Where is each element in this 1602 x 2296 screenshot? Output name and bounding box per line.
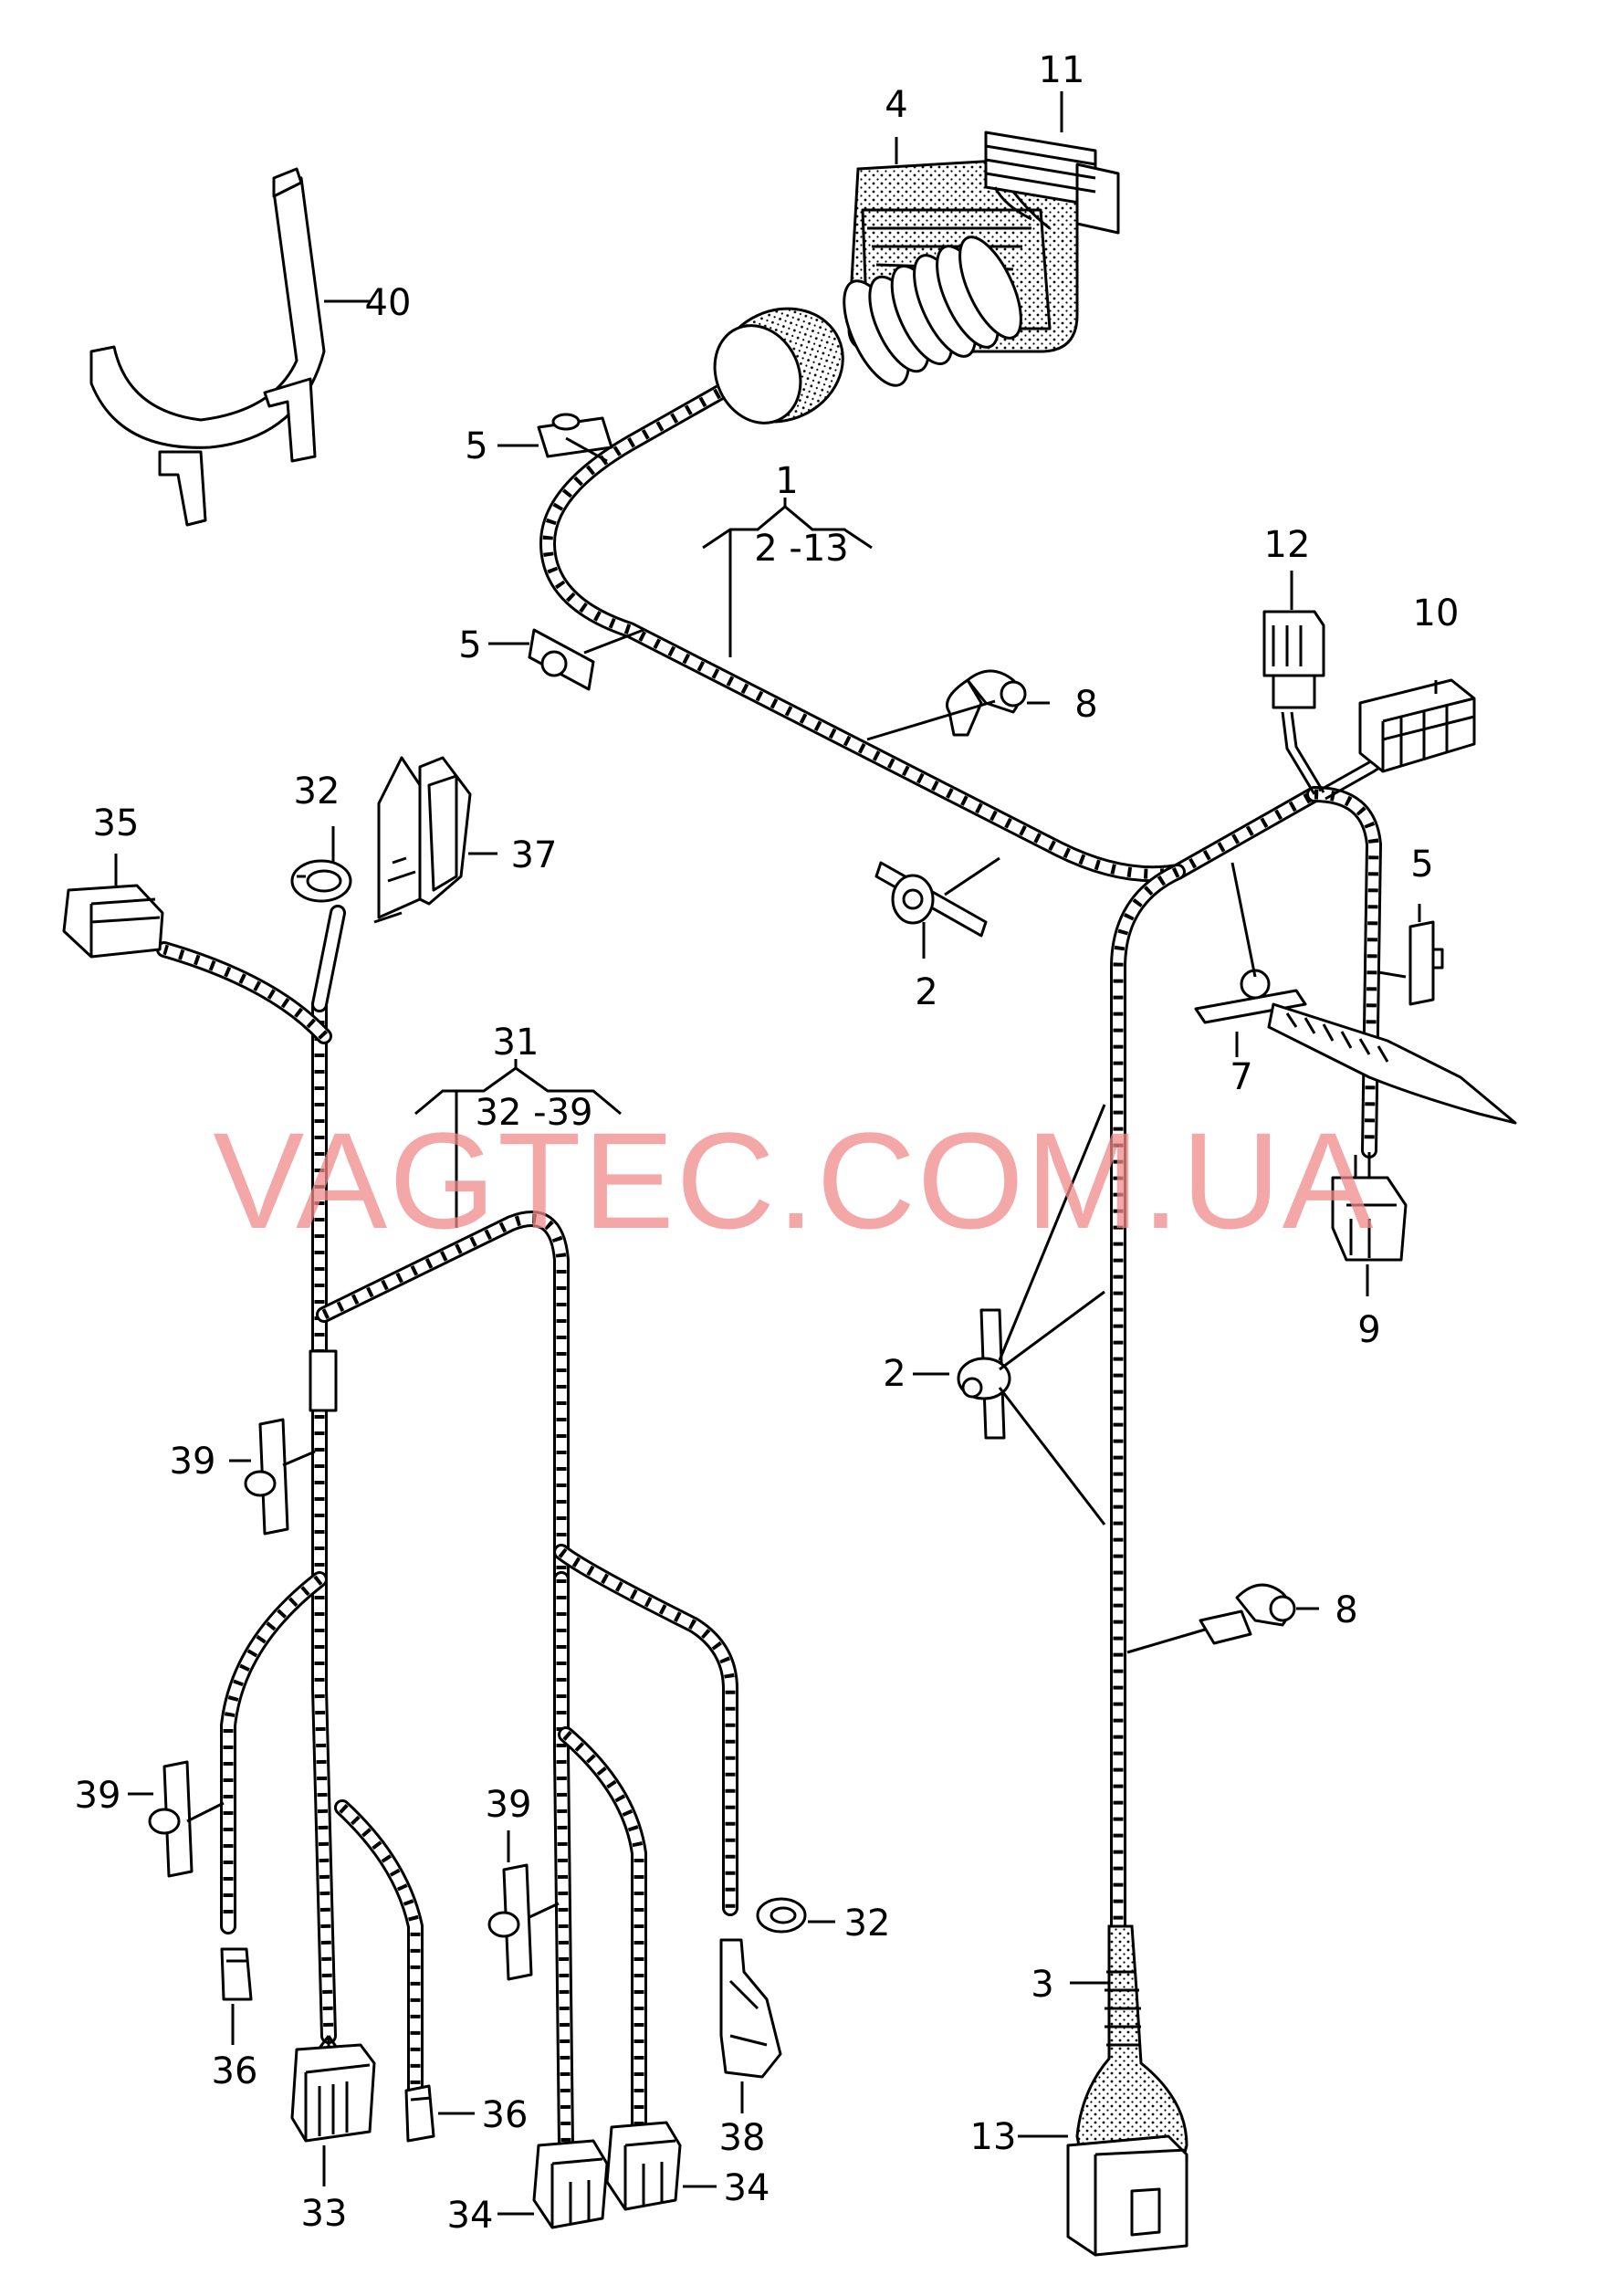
label-10: 10 <box>1413 592 1460 634</box>
label-5-top: 5 <box>465 425 487 467</box>
label-35: 35 <box>93 802 140 844</box>
clip-39-left <box>148 1760 194 1878</box>
clip-5-middle <box>528 628 595 691</box>
grommet-4 <box>713 158 1079 425</box>
clip-2-upper <box>874 861 988 938</box>
label-11: 11 <box>1039 49 1085 91</box>
label-9: 9 <box>1357 1309 1380 1351</box>
bracket-37 <box>377 756 472 919</box>
label-5-right: 5 <box>1410 844 1433 886</box>
harness-31 <box>156 905 738 2154</box>
label-34-left: 34 <box>447 2195 494 2237</box>
label-39-middle: 39 <box>486 1784 532 1826</box>
connector-10 <box>1358 678 1476 773</box>
connector-11 <box>984 131 1120 235</box>
clip-39-upper <box>244 1418 289 1536</box>
label-34-right: 34 <box>724 2167 770 2209</box>
connector-12 <box>1262 610 1325 709</box>
clip-32-lower <box>756 1897 807 1934</box>
label-8-lower: 8 <box>1335 1589 1357 1631</box>
clip-8-upper <box>946 669 1027 737</box>
connector-13 <box>1066 1924 1188 2257</box>
label-37: 37 <box>511 834 558 876</box>
clip-8-lower <box>1199 1583 1296 1645</box>
connector-35 <box>62 884 164 959</box>
clip-5-right <box>1408 920 1444 1006</box>
clip-2-lower <box>957 1308 1011 1440</box>
label-2-upper: 2 <box>915 971 937 1013</box>
label-32-lower: 32 <box>844 1903 891 1945</box>
leader-lines <box>114 91 1438 2216</box>
label-40: 40 <box>365 282 412 324</box>
connector-36-left <box>220 1947 253 2001</box>
label-31: 31 <box>493 1022 539 1064</box>
label-12: 12 <box>1264 524 1311 566</box>
connector-36-right <box>404 2084 435 2143</box>
watermark: VAGTEC.COM.UA <box>213 1104 1375 1257</box>
label-32-upper: 32 <box>294 771 340 813</box>
label-39-upper: 39 <box>170 1441 216 1483</box>
connector-9 <box>1331 1152 1408 1262</box>
harness-1 <box>539 352 1407 1934</box>
label-36-right: 36 <box>482 2094 529 2136</box>
bracket-38 <box>719 1938 782 2079</box>
label-36-left: 36 <box>212 2050 258 2092</box>
cable-tie-7 <box>1194 969 1517 1125</box>
label-39-left: 39 <box>75 1775 121 1817</box>
label-range-1: 2 -13 <box>754 528 849 570</box>
label-1: 1 <box>775 460 798 502</box>
connector-34-left <box>532 2139 609 2229</box>
connector-33 <box>290 2035 376 2143</box>
clip-32-upper <box>290 859 352 903</box>
label-8-upper: 8 <box>1074 684 1097 726</box>
label-38: 38 <box>719 2117 766 2159</box>
guard-40 <box>89 167 326 527</box>
label-13: 13 <box>970 2116 1017 2158</box>
label-2-lower: 2 <box>883 1353 906 1395</box>
label-33: 33 <box>301 2193 348 2235</box>
label-7: 7 <box>1230 1056 1252 1098</box>
label-range-31: 32 -39 <box>476 1092 593 1134</box>
clip-5-top <box>537 413 613 458</box>
label-5-middle: 5 <box>458 624 481 666</box>
label-4: 4 <box>885 84 907 126</box>
clip-39-middle <box>487 1863 533 1981</box>
label-3: 3 <box>1031 1964 1053 2006</box>
connector-34-right <box>605 2121 682 2211</box>
labels: 4 11 40 5 5 1 2 -13 8 12 10 5 2 7 9 2 8 … <box>75 49 1460 2237</box>
